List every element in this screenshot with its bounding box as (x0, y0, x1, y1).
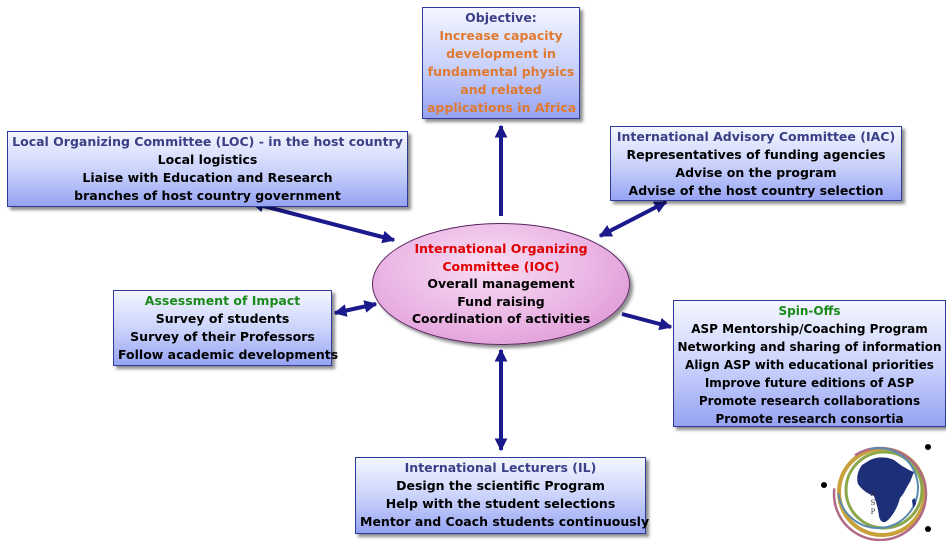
impact-title: Assessment of Impact (144, 293, 301, 308)
lecturers-box: International Lecturers (IL) Design the … (355, 457, 650, 534)
spinoffs-title: Spin-Offs (778, 304, 841, 318)
loc-box: Local Organizing Committee (LOC) - in th… (7, 131, 408, 207)
impact-line: Follow academic developments (118, 347, 339, 362)
objective-line: Increase capacity (439, 28, 563, 43)
ioc-line: Coordination of activities (411, 311, 591, 326)
ioc-ellipse: International Organizing Committee (IOC)… (372, 223, 630, 345)
spinoffs-line: Improve future editions of ASP (704, 376, 915, 390)
ioc-line: Fund raising (457, 293, 545, 309)
iac-line: Advise on the program (675, 165, 837, 180)
objective-line: development in (446, 46, 556, 61)
objective-line: applications in Africa (427, 100, 577, 115)
ioc-title: International Organizing (414, 241, 588, 256)
lecturers-title: International Lecturers (IL) (404, 460, 597, 475)
loc-line: branches of host country government (74, 188, 341, 203)
asp-logo: A S P (821, 444, 931, 541)
logo-letter: A (869, 490, 876, 498)
spinoffs-line: Promote research consortia (715, 412, 904, 426)
objective-line: and related (460, 82, 542, 97)
objective-box: Objective: Increase capacity development… (422, 7, 580, 119)
loc-title: Local Organizing Committee (LOC) - in th… (12, 134, 403, 149)
logo-letter: S (871, 499, 876, 507)
impact-line: Survey of students (155, 311, 290, 326)
loc-line: Local logistics (157, 152, 258, 167)
spinoffs-line: Networking and sharing of information (677, 340, 942, 354)
ioc-title: Committee (IOC) (442, 258, 560, 274)
impact-box: Assessment of Impact Survey of students … (113, 290, 339, 366)
arrow-ioc-loc (250, 199, 396, 244)
spinoffs-box: Spin-Offs ASP Mentorship/Coaching Progra… (673, 300, 946, 427)
objective-line: fundamental physics (427, 64, 575, 79)
spinoffs-line: Promote research collaborations (698, 394, 921, 408)
africa-map-icon (857, 457, 914, 523)
logo-letter: P (871, 508, 876, 516)
lecturers-line: Help with the student selections (385, 496, 616, 511)
spinoffs-line: Align ASP with educational priorities (685, 358, 934, 372)
iac-line: Representatives of funding agencies (626, 147, 886, 162)
iac-line: Advise of the host country selection (628, 183, 884, 198)
spinoffs-line: ASP Mentorship/Coaching Program (691, 322, 928, 336)
arrow-ioc-iac (598, 200, 668, 238)
arrow-ioc-impact (333, 300, 378, 317)
objective-title: Objective: (465, 10, 537, 25)
impact-line: Survey of their Professors (130, 329, 315, 344)
iac-box: International Advisory Committee (IAC) R… (610, 126, 902, 201)
arrow-ioc-spinoffs (621, 312, 673, 331)
ioc-line: Overall management (427, 276, 575, 291)
lecturers-line: Design the scientific Program (396, 478, 605, 493)
iac-title: International Advisory Committee (IAC) (616, 129, 896, 144)
lecturers-line: Mentor and Coach students continuously (360, 514, 650, 529)
loc-line: Liaise with Education and Research (82, 170, 333, 185)
